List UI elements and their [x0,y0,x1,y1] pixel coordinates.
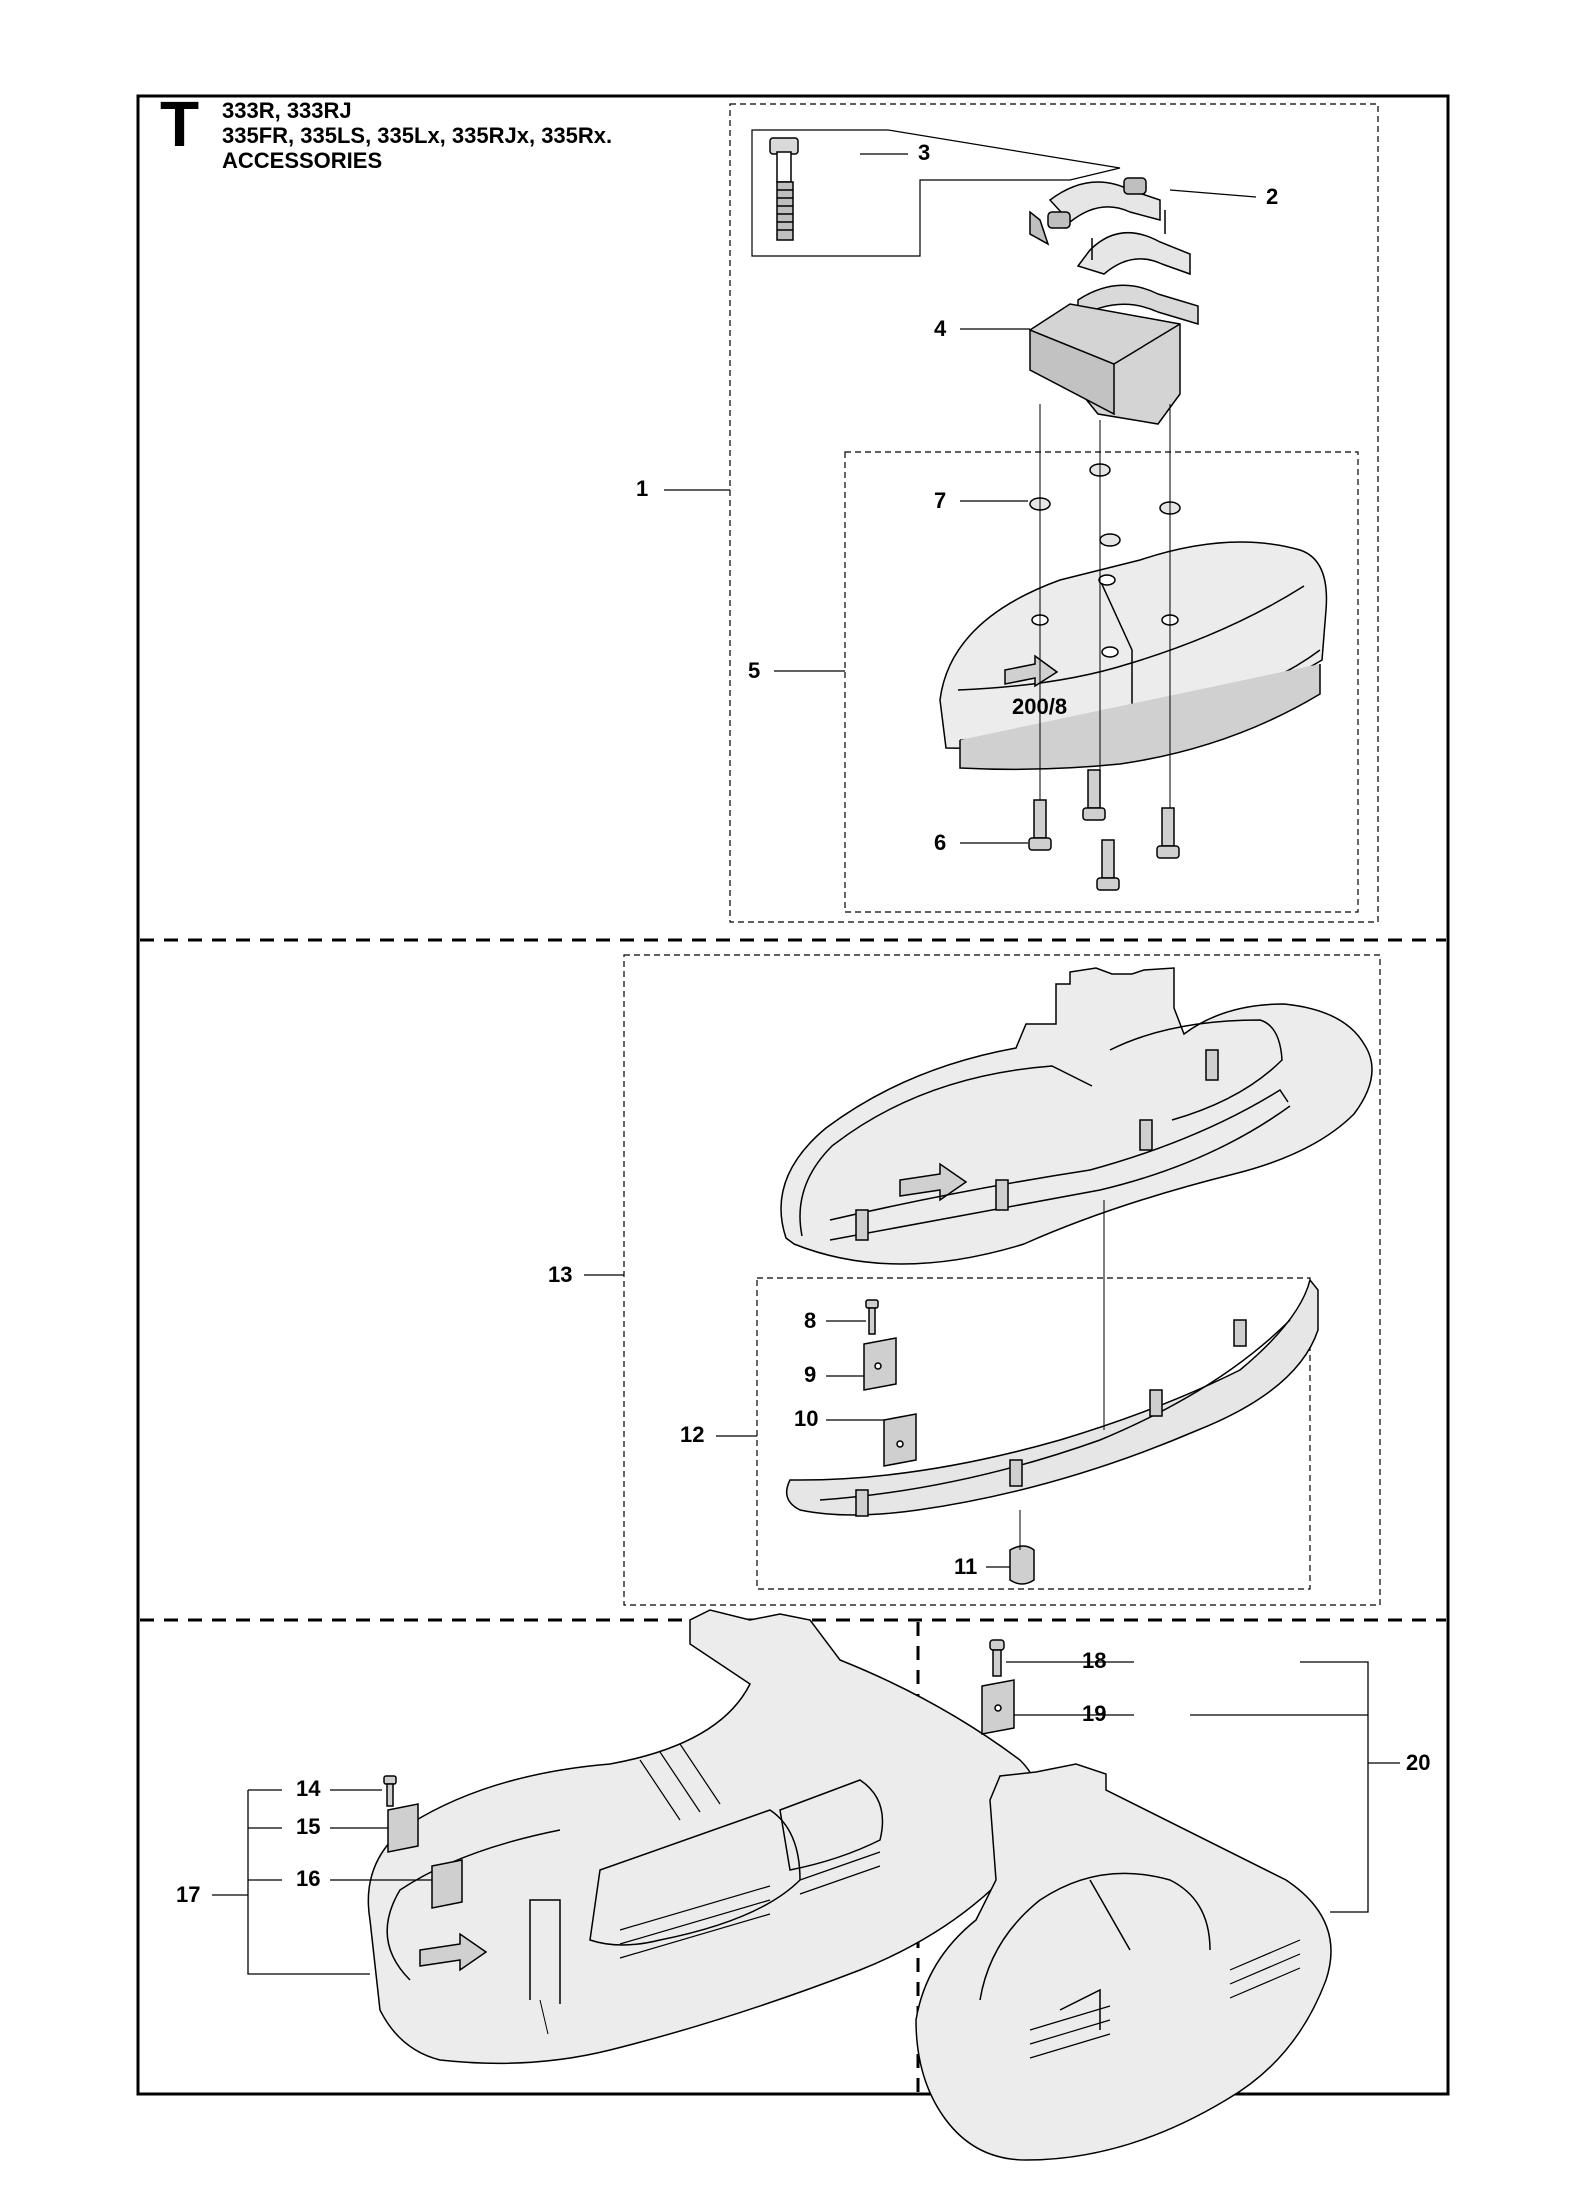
part-label-20: 20 [1406,1750,1431,1775]
models-line-1: 333R, 333RJ [222,98,352,123]
group-box-5 [844,451,1359,913]
part-label-9: 9 [804,1362,817,1387]
part-label-13: 13 [548,1262,573,1287]
knife-parts-20 [981,1639,1015,1735]
models-line-2: 335FR, 335LS, 335Lx, 335RJx, 335Rx. [222,123,613,148]
part-label-8: 8 [804,1308,817,1333]
assembly-guard-17 [367,1609,1041,2065]
part-label-16: 16 [296,1866,321,1891]
part-label-2: 2 [1266,184,1279,209]
guard-5: 200/8 [939,541,1328,771]
washers-7 [1029,463,1181,547]
part-label-11: 11 [954,1554,978,1579]
knife-parts-12 [863,1299,1035,1585]
leader-lines [212,153,1400,1975]
part-label-18: 18 [1082,1648,1107,1673]
section-title: ACCESSORIES [222,148,383,173]
part-label-3: 3 [918,140,931,165]
assembly-large-guard [780,967,1373,1585]
part-label-7: 7 [934,488,947,513]
assembly-clamp-guard: 200/8 [751,129,1328,891]
part-label-12: 12 [680,1422,705,1447]
group-box-1 [729,103,1379,923]
knife-parts-17 [383,1775,463,1909]
screws-6 [1028,769,1180,891]
group-box-13 [623,954,1381,1606]
part-label-4: 4 [934,316,947,341]
part-label-6: 6 [934,830,947,855]
clamp-base-4 [1028,284,1199,425]
part-label-5: 5 [748,658,761,683]
part-label-1: 1 [636,476,649,501]
assembly-guard-20 [915,1639,1332,2161]
header-text: 333R, 333RJ 335FR, 335LS, 335Lx, 335RJx,… [222,98,612,173]
outer-frame [136,94,1450,2096]
bolt-3 [769,137,799,241]
section-letter: T [160,88,200,160]
part-label-15: 15 [296,1814,321,1839]
part-label-14: 14 [296,1776,321,1801]
part-label-17: 17 [176,1882,201,1907]
clamp-2 [1029,177,1191,276]
group-box-12 [756,1277,1311,1590]
part-label-10: 10 [794,1406,819,1431]
part-label-19: 19 [1082,1701,1107,1726]
